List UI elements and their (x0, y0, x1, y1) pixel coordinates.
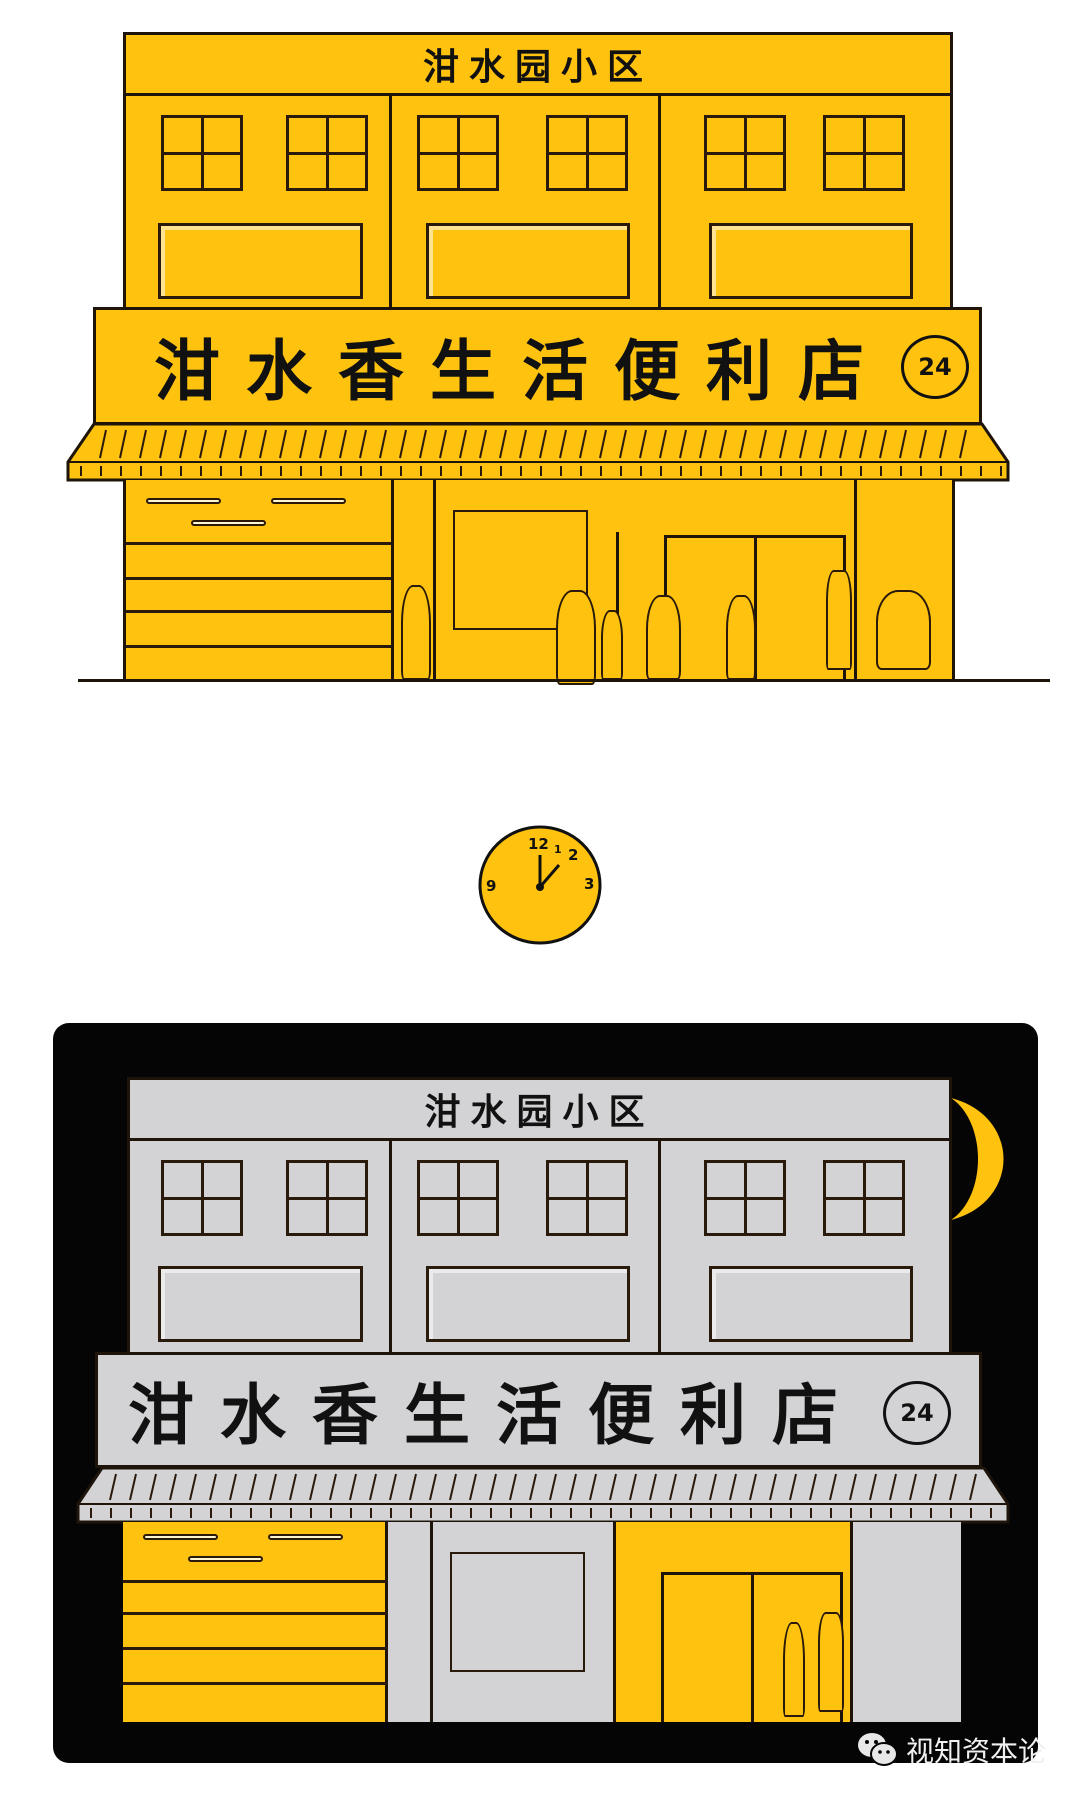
wall-panel (426, 223, 630, 299)
door-divider (754, 535, 757, 680)
shelf (126, 542, 391, 545)
entrance-frame (616, 532, 619, 680)
wall-panel (709, 223, 913, 299)
window (823, 115, 905, 191)
day-awning (66, 422, 1010, 482)
clock-numeral-1: 1 (554, 843, 562, 856)
shopper-figure (646, 595, 681, 680)
column-divider (658, 93, 661, 307)
clock-numeral-2: 2 (568, 846, 578, 864)
night-sky-panel (53, 1023, 1038, 1763)
hours-badge-24: 24 (901, 335, 969, 399)
scooter-rider (876, 590, 931, 670)
wall-panel (158, 223, 363, 299)
day-building-label: 泔水园小区 (422, 47, 653, 88)
ceiling-light (271, 498, 346, 504)
bottle-display (826, 570, 852, 670)
pillar-divider (433, 480, 436, 680)
moon-icon (951, 1098, 1004, 1220)
day-scene: 泔水园小区 泔水香生活便利店 24 (0, 0, 1080, 700)
shopper-figure (726, 595, 756, 680)
shelf (126, 577, 391, 580)
shopper-figure (556, 590, 596, 685)
ground-line (78, 679, 1050, 682)
shelf (126, 610, 391, 613)
watermark: 视知资本论 (856, 1730, 1046, 1770)
window (546, 115, 628, 191)
day-storefront (123, 480, 955, 685)
clock-numeral-9: 9 (486, 877, 496, 895)
window (417, 115, 499, 191)
window (161, 115, 243, 191)
window (704, 115, 786, 191)
ceiling-light (191, 520, 266, 526)
clock-numeral-12: 12 (528, 835, 549, 853)
clock-icon: 12 1 2 3 9 (478, 825, 602, 945)
day-shop-sign: 泔水香生活便利店 24 (93, 307, 982, 425)
shopper-figure (401, 585, 431, 680)
day-building: 泔水园小区 (123, 32, 953, 310)
clock-numeral-3: 3 (584, 875, 594, 893)
wechat-icon (858, 1733, 898, 1766)
watermark-text: 视知资本论 (906, 1735, 1047, 1768)
ceiling-light (146, 498, 221, 504)
shelf (126, 645, 391, 648)
day-shop-sign-text: 泔水香生活便利店 (154, 333, 890, 410)
shopper-figure (601, 610, 623, 680)
shelf-window-divider (391, 480, 394, 680)
right-wall-divider (854, 480, 857, 680)
window (286, 115, 368, 191)
notice-board (453, 510, 588, 630)
column-divider (389, 93, 392, 307)
day-building-header: 泔水园小区 (126, 35, 950, 96)
